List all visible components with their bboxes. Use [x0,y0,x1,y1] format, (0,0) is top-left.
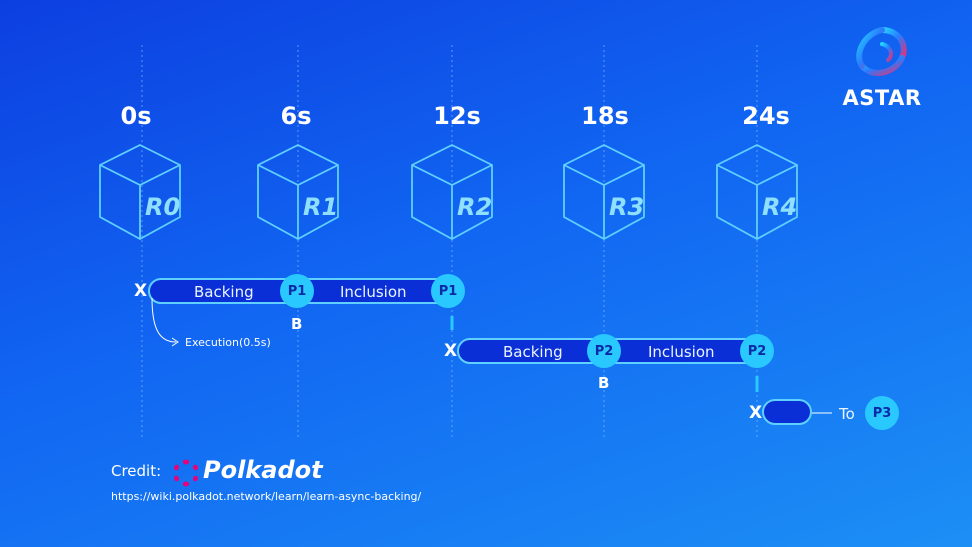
lane-1-end-circle: P1 [431,274,465,308]
lane-2-b-marker: B [598,374,610,392]
lane-1-b-marker: B [291,315,303,333]
lane-1-backing-label: Backing [194,283,254,301]
credit-label: Credit: [111,462,162,480]
time-label-6: 6s [280,102,312,130]
lane-3-start-mark: X [749,403,763,423]
block-label-r3: R3 [609,193,644,221]
time-label-0: 0s [120,102,152,130]
lane-2-mid-circle: P2 [587,334,621,368]
polkadot-logo-icon [173,459,199,487]
lane-1-mid-circle: P1 [280,274,314,308]
to-label: To [839,405,855,423]
block-label-r0: R0 [145,193,180,221]
block-label-r1: R1 [303,193,338,221]
astar-logo-text: ASTAR [842,86,922,110]
time-label-18: 18s [581,102,629,130]
block-label-r2: R2 [457,193,492,221]
time-label-24: 24s [742,102,790,130]
lane-p3-stub [762,399,812,425]
execution-note: Execution(0.5s) [185,336,271,349]
lane-1-start-mark: X [134,281,148,301]
lane-1-inclusion-label: Inclusion [340,283,407,301]
credit-url: https://wiki.polkadot.network/learn/lear… [111,490,422,503]
lane-2-inclusion-label: Inclusion [648,343,715,361]
lane-2-end-circle: P2 [740,334,774,368]
block-label-r4: R4 [762,193,797,221]
lane-2-backing-label: Backing [503,343,563,361]
polkadot-brand: Polkadot [203,456,323,484]
time-label-12: 12s [433,102,481,130]
lane-2-start-mark: X [444,341,458,361]
next-target-circle: P3 [865,396,899,430]
astar-logo-icon [856,27,907,76]
